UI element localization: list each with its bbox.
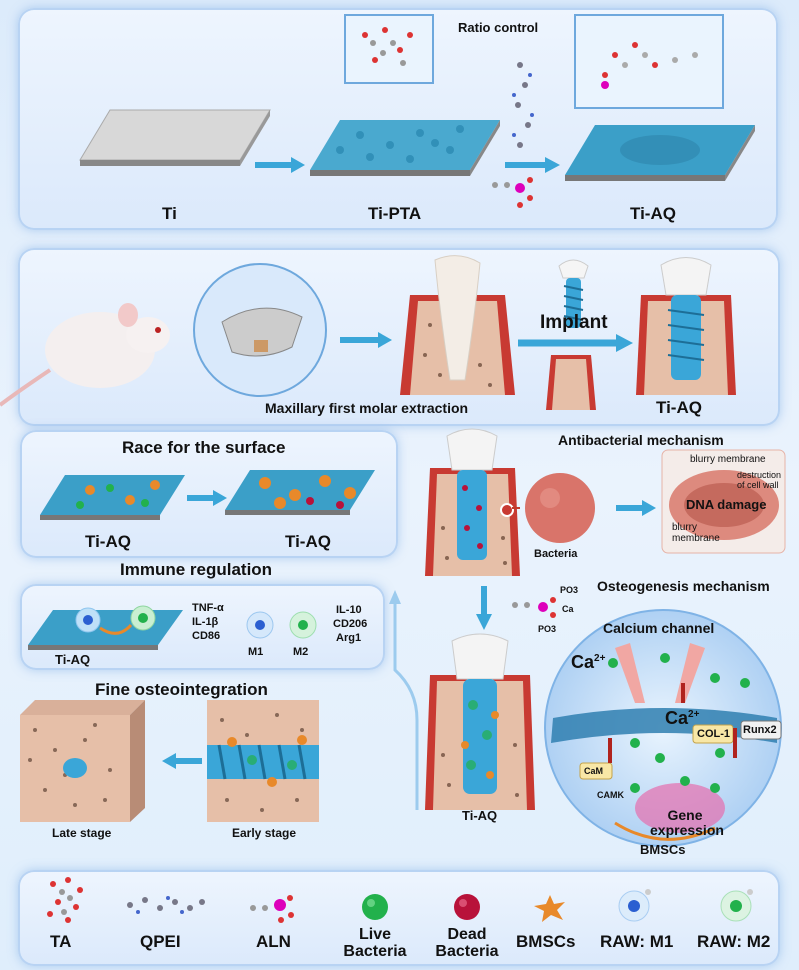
ratio-control-label: Ratio control: [458, 20, 539, 35]
legend-m2-icon: [720, 889, 753, 922]
cam-label: CaM: [584, 766, 604, 776]
osteo-ti-aq-label: Ti-AQ: [462, 808, 498, 823]
ti-label: Ti: [162, 204, 177, 223]
ti-plate: [79, 109, 271, 166]
race-title: Race for the surface: [122, 438, 286, 457]
col1-label: COL-1: [697, 728, 730, 740]
late-stage-block: [20, 700, 145, 822]
bacteria-label: Bacteria: [534, 548, 578, 560]
implant-screw-small: [558, 259, 589, 328]
race-right-label: Ti-AQ: [285, 532, 331, 551]
m1-marker-3: CD86: [192, 630, 221, 642]
camk-label: CAMK: [597, 790, 624, 800]
m1-marker-2: IL-1β: [192, 616, 219, 628]
ca-ion: Ca: [562, 604, 574, 614]
race-surface-left: [40, 475, 185, 520]
legend-m2-label: RAW: M2: [697, 932, 771, 951]
bmscs-label: BMSCs: [640, 842, 686, 857]
extraction-tooth-bone: [400, 255, 515, 395]
immune-title: Immune regulation: [120, 560, 273, 579]
blurry-membrane-bottom: blurry membrane: [672, 522, 720, 544]
m2-marker-2: CD206: [333, 618, 368, 630]
mouse-illustration: [0, 303, 170, 407]
early-stage-block: [207, 700, 319, 822]
blurry-membrane-top: blurry membrane: [690, 454, 766, 465]
early-stage-label: Early stage: [232, 826, 297, 840]
aq-molecule-zoom: [574, 14, 724, 109]
m1-marker-1: TNF-α: [192, 602, 224, 614]
fine-arrow[interactable]: [162, 751, 202, 771]
legend-live-bacteria-icon: [362, 894, 388, 920]
legend-m1-label: RAW: M1: [600, 932, 674, 951]
mouth-zoom-circle: [193, 263, 327, 397]
implant-label: Implant: [540, 312, 608, 333]
ca2-inside: Ca2+: [665, 708, 700, 728]
arrow-implant[interactable]: [518, 333, 633, 353]
legend-dead-bacteria-icon: [454, 894, 480, 920]
dna-damage-label: DNA damage: [686, 497, 767, 512]
race-left-label: Ti-AQ: [85, 532, 131, 551]
late-stage-label: Late stage: [52, 826, 112, 840]
legend-m1-icon: [618, 889, 651, 922]
destruction-label: destruction of cell wall: [737, 470, 782, 490]
race-arrow[interactable]: [187, 488, 227, 508]
legend-ta-label: TA: [50, 932, 72, 951]
antibacterial-title: Antibacterial mechanism: [558, 432, 724, 448]
immune-ti-aq-label: Ti-AQ: [55, 652, 91, 667]
legend-panel: [18, 870, 780, 966]
arrow-mouse-to-extraction[interactable]: [340, 330, 392, 350]
antibacterial-arrow[interactable]: [616, 498, 656, 518]
legend-aln-icon: [250, 895, 294, 923]
legend-bmscs-label: BMSCs: [516, 932, 576, 951]
ti-pta-label: Ti-PTA: [368, 204, 422, 223]
m2-marker-3: Arg1: [336, 632, 362, 644]
ti-aq-implant-label: Ti-AQ: [656, 398, 702, 417]
po3-top: PO3: [560, 585, 579, 595]
osteo-implant: [425, 633, 535, 810]
ti-pta-plate: [310, 120, 500, 176]
legend-dead-label: Dead Bacteria: [435, 926, 499, 960]
ta-molecule-zoom: [344, 14, 434, 84]
qpei-molecule: [512, 62, 534, 148]
m2-label: M2: [293, 646, 309, 658]
ca2-outside: Ca2+: [571, 652, 606, 672]
ti-aq-label-top: Ti-AQ: [630, 204, 676, 223]
m2-marker-1: IL-10: [336, 604, 362, 616]
down-arrow-osteo[interactable]: [474, 586, 494, 631]
runx2-label: Runx2: [743, 724, 777, 736]
extraction-label: Maxillary first molar extraction: [265, 400, 469, 416]
immune-feedback-line: [389, 590, 419, 810]
implanted-ti-aq: [636, 257, 736, 395]
bacteria-sphere: [512, 473, 595, 543]
aln-ions: [512, 597, 556, 618]
m1-label: M1: [248, 646, 264, 658]
fine-title: Fine osteointegration: [95, 680, 268, 699]
legend-live-label: Live Bacteria: [343, 926, 407, 960]
antibacterial-implant: [425, 428, 520, 576]
legend-aln-label: ALN: [256, 932, 291, 951]
immune-surface: [28, 605, 183, 650]
legend-ta-icon: [47, 877, 83, 923]
legend-bmscs-icon: [534, 895, 565, 922]
aln-molecule: [492, 177, 533, 208]
damaged-bacteria-box: [661, 449, 786, 554]
arrow-ti-to-pta[interactable]: [255, 155, 305, 175]
arrow-pta-to-aq[interactable]: [505, 155, 560, 175]
calcium-channel-title: Calcium channel: [603, 620, 715, 636]
osteo-title: Osteogenesis mechanism: [597, 578, 770, 594]
gene-expression-label: Gene expression: [650, 807, 724, 838]
race-surface-right: [225, 470, 375, 515]
legend-qpei-label: QPEI: [140, 932, 181, 951]
calcium-channel-circle: [544, 609, 782, 847]
legend-qpei-icon: [127, 896, 205, 914]
ti-aq-plate: [565, 125, 755, 181]
m1-cell: [246, 611, 274, 639]
empty-socket: [546, 355, 596, 410]
po3-bottom: PO3: [538, 624, 557, 634]
m2-cell: [289, 611, 317, 639]
